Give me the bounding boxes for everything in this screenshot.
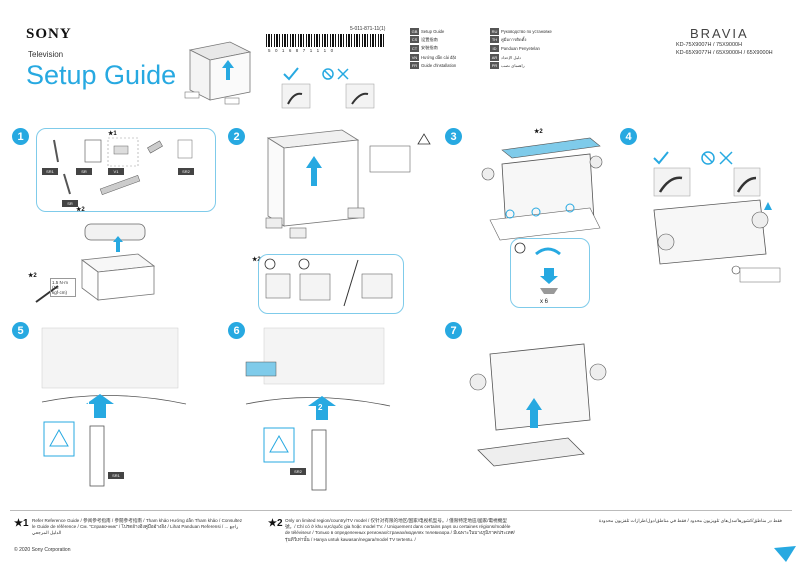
lang-name: คู่มือการติดตั้ง <box>501 37 527 43</box>
lang-code: CT <box>410 44 419 52</box>
model-line-1: KD-75X9007H / 75X9000H <box>676 42 743 48</box>
step-3-star2: ★2 <box>534 129 543 135</box>
lang-name: 安裝指南 <box>421 45 438 51</box>
lang-code: FR <box>410 62 419 70</box>
accessory-tag: V1 <box>108 168 124 175</box>
page-corner-arrow-icon <box>774 546 796 562</box>
accessory-tag: SR <box>76 168 92 175</box>
lang-name: Hướng dẫn cài đặt <box>421 54 456 60</box>
step-7-place-tv-illustration <box>469 343 607 467</box>
lang-code: GB <box>410 27 419 35</box>
note-star2: ★2 <box>268 518 283 529</box>
step-5-marker: 1 <box>86 399 91 408</box>
step-2-detail-illustration <box>264 258 393 307</box>
soundbar-stand-illustration <box>80 223 156 301</box>
step-1-star2: ★2 <box>76 207 85 213</box>
part-number: 5-011-871-11(1) <box>350 26 386 32</box>
footer-divider <box>10 510 792 511</box>
step-1-screw-star2: ★2 <box>28 273 37 279</box>
lang-code: ID <box>490 44 499 52</box>
brand-logo: SONY <box>26 26 72 42</box>
step-4-number: 4 <box>620 128 637 145</box>
lang-name: دليل الإعداد <box>501 54 522 60</box>
note-reference-guide: Refer Reference Guide / 参阅参考指南 / 參閱參考指南 … <box>32 518 242 536</box>
lang-code: VN <box>410 53 419 61</box>
step-1-number: 1 <box>12 128 29 145</box>
accessory-tag: SR2 <box>178 168 194 175</box>
lang-name: راهنمای نصب <box>501 63 525 69</box>
step-3-number: 3 <box>445 128 462 145</box>
page-title: Setup Guide <box>26 60 177 90</box>
step-2-star2: ★2 <box>252 257 261 263</box>
lang-name: Guide d'installation <box>421 63 457 69</box>
step-7-number: 7 <box>445 322 462 339</box>
step-6-accessory-tag: SR2 <box>290 468 306 475</box>
step-6-number: 6 <box>228 322 245 339</box>
step-2-lift-cover-illustration <box>265 129 431 239</box>
step-2-number: 2 <box>228 128 245 145</box>
step-5-illustration <box>41 327 187 487</box>
step-6-marker: 2 <box>318 403 323 412</box>
lang-name: Setup Guide <box>421 28 445 34</box>
lang-name: Panduan Penyetelan <box>501 45 540 51</box>
accessory-tag: SR1 <box>42 168 58 175</box>
step-1-star1: ★1 <box>108 131 117 137</box>
product-type: Television <box>28 50 64 59</box>
lang-code: AR <box>490 53 499 61</box>
note-limited-region: Only on limited region/country/TV model … <box>285 518 515 542</box>
step-5-number: 5 <box>12 322 29 339</box>
accessory-tag: SR <box>62 200 78 207</box>
step-3-remove-tv-illustration <box>481 137 603 241</box>
note-star1: ★1 <box>14 518 29 529</box>
model-line-2: KD-65X9077H / 65X9000H / 65X9000H <box>676 50 773 56</box>
step-4-do-dont-illustration <box>653 151 761 197</box>
copyright: © 2020 Sony Corporation <box>14 547 71 553</box>
barcode <box>266 34 384 47</box>
step-5-accessory-tag: SR1 <box>108 472 124 479</box>
lang-name: Руководство по установке <box>501 28 552 34</box>
lang-code: PR <box>490 62 499 70</box>
series-logo: BRAVIA <box>690 26 749 41</box>
screwdriver-icon <box>35 285 59 303</box>
step-3-count: x 6 <box>540 299 549 305</box>
lang-code: RU <box>490 27 499 35</box>
barcode-number: 5 0 1 6 8 7 1 1 1 0 <box>268 48 335 53</box>
screw-torque-note: 1.5 N·m (15 kgf·cm) <box>50 278 76 297</box>
step-4-lift-tv-illustration <box>653 199 781 283</box>
header-unboxing-illustration <box>184 41 252 105</box>
lang-code: TH <box>490 36 499 44</box>
step-6-illustration <box>245 327 391 491</box>
lang-name: 设置指南 <box>421 36 438 42</box>
model-list: KD-75X9007H / 75X9000H KD-65X9077H / 65X… <box>676 41 773 57</box>
step-3-detail-illustration <box>514 242 561 294</box>
note-limited-region-arabic: فقط در مناطق/کشورها/مدل‌های تلویزیون محد… <box>598 518 782 523</box>
accessories-illustration <box>53 137 193 195</box>
header-do-dont-illustration <box>281 67 375 109</box>
lang-code: CS <box>410 36 419 44</box>
